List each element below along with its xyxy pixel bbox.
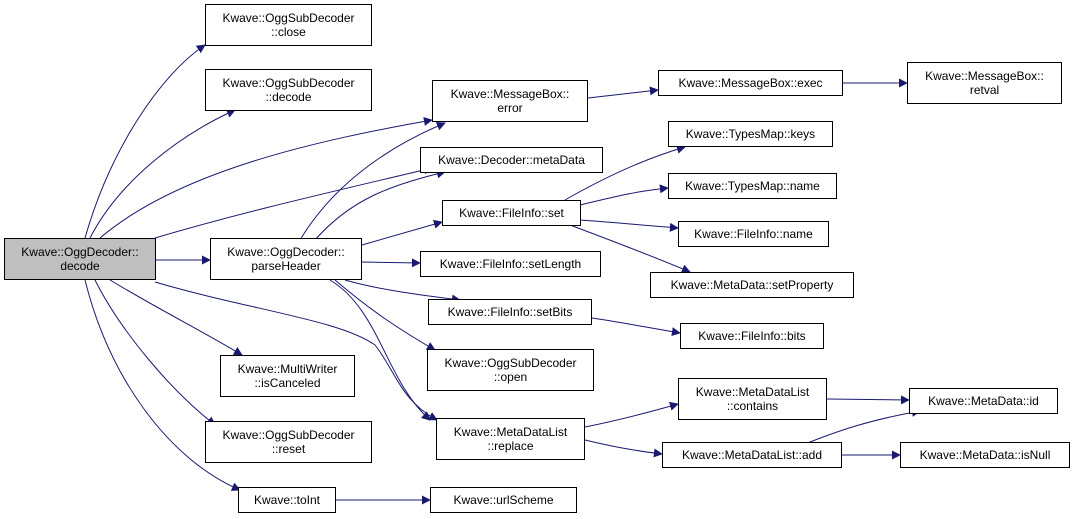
- node-label-line1: Kwave::MetaDataList: [695, 385, 810, 399]
- node-label: Kwave::MetaData::setProperty: [670, 278, 834, 292]
- node-typesmap-name[interactable]: Kwave::TypesMap::name: [668, 173, 837, 199]
- edge-parse-header-to-setlength: [361, 258, 421, 268]
- node-fileinfo-bits[interactable]: Kwave::FileInfo::bits: [680, 323, 824, 349]
- edge-msgbox-error-to-exec: [587, 86, 659, 99]
- node-multiwriter-iscanceled[interactable]: Kwave::MultiWriter ::isCanceled: [220, 355, 355, 397]
- node-metadata-id[interactable]: Kwave::MetaData::id: [909, 388, 1058, 414]
- node-parse-header[interactable]: Kwave::OggDecoder:: parseHeader: [210, 238, 362, 280]
- node-label-line2: ::reset: [271, 442, 306, 456]
- node-fileinfo-name[interactable]: Kwave::FileInfo::name: [678, 221, 829, 247]
- node-label: Kwave::FileInfo::name: [694, 227, 813, 241]
- edge-fileinfo-set-to-typesmap-keys: [564, 144, 686, 201]
- node-label: Kwave::MetaDataList::add: [681, 448, 823, 462]
- node-msgbox-retval[interactable]: Kwave::MessageBox:: retval: [907, 62, 1062, 104]
- node-ogg-decoder-decode: Kwave::OggDecoder:: decode: [4, 238, 156, 280]
- edge-parse-header-to-sub-open: [334, 279, 436, 351]
- edge-decode-to-msgbox-error: [99, 116, 433, 239]
- node-sub-decode[interactable]: Kwave::OggSubDecoder ::decode: [205, 69, 372, 111]
- edge-fileinfo-set-to-setproperty: [569, 224, 691, 273]
- edge-parse-header-to-msgbox-error: [299, 121, 446, 241]
- edge-replace-to-add: [584, 439, 663, 458]
- edge-parse-header-to-metadatalist-replace: [329, 279, 431, 421]
- node-label-line2: ::open: [493, 370, 528, 384]
- edges: [84, 44, 921, 505]
- edge-decode-to-multiwriter: [109, 279, 243, 356]
- node-msgbox-exec[interactable]: Kwave::MessageBox::exec: [658, 70, 843, 96]
- node-label: Kwave::FileInfo::set: [459, 206, 564, 220]
- edge-parse-header-to-setbits: [344, 279, 461, 304]
- node-typesmap-keys[interactable]: Kwave::TypesMap::keys: [668, 121, 833, 147]
- node-fileinfo-setbits[interactable]: Kwave::FileInfo::setBits: [428, 299, 592, 325]
- node-label-line2: ::decode: [265, 90, 312, 104]
- node-label: Kwave::TypesMap::name: [685, 179, 820, 193]
- edge-replace-to-contains: [584, 401, 679, 428]
- node-label: Kwave::MessageBox::exec: [678, 76, 823, 90]
- node-metadata-setproperty[interactable]: Kwave::MetaData::setProperty: [650, 272, 854, 298]
- node-label-line1: Kwave::OggSubDecoder: [444, 356, 577, 370]
- node-fileinfo-set[interactable]: Kwave::FileInfo::set: [442, 200, 581, 226]
- edge-fileinfo-set-to-typesmap-name: [579, 184, 669, 206]
- node-label-line2: ::isCanceled: [254, 376, 321, 390]
- node-sub-close[interactable]: Kwave::OggSubDecoder ::close: [205, 4, 372, 46]
- node-label-line1: Kwave::MessageBox::: [925, 69, 1044, 83]
- edge-add-to-id: [804, 408, 921, 445]
- node-fileinfo-setlength[interactable]: Kwave::FileInfo::setLength: [420, 251, 601, 277]
- edge-decode-to-metadatalist-replace: [154, 281, 438, 421]
- node-label: Kwave::MetaData::isNull: [919, 448, 1051, 462]
- node-metadatalist-add[interactable]: Kwave::MetaDataList::add: [662, 442, 842, 468]
- edge-parse-header-to-fileinfo-set: [361, 219, 443, 246]
- node-label-line1: Kwave::OggSubDecoder: [222, 11, 355, 25]
- node-metadata-isnull[interactable]: Kwave::MetaData::isNull: [900, 442, 1070, 468]
- node-label-line2: retval: [969, 83, 1000, 97]
- node-label-line2: parseHeader: [251, 259, 321, 273]
- edge-decode-to-decoder-metadata: [154, 165, 433, 239]
- edge-setbits-to-bits: [591, 317, 681, 337]
- node-label-line2: ::contains: [726, 399, 779, 413]
- node-label: Kwave::FileInfo::setLength: [439, 257, 582, 271]
- node-label-line2: decode: [60, 259, 100, 273]
- node-sub-reset[interactable]: Kwave::OggSubDecoder ::reset: [205, 421, 372, 463]
- node-label-line1: Kwave::OggDecoder::: [227, 245, 345, 259]
- node-urlscheme[interactable]: Kwave::urlScheme: [430, 487, 577, 513]
- node-label: Kwave::FileInfo::bits: [698, 329, 806, 343]
- node-label-line1: Kwave::MetaDataList: [453, 425, 568, 439]
- node-label-line1: Kwave::MultiWriter: [237, 362, 338, 376]
- node-label-line1: Kwave::OggSubDecoder: [222, 76, 355, 90]
- node-label-line2: error: [497, 101, 523, 115]
- node-label: Kwave::urlScheme: [453, 493, 554, 507]
- node-label-line1: Kwave::OggSubDecoder: [222, 428, 355, 442]
- edge-decode-to-sub-reset: [94, 279, 216, 426]
- node-label-line2: ::replace: [487, 439, 534, 453]
- edge-parse-header-to-decoder-metadata: [314, 169, 446, 241]
- node-decoder-metadata[interactable]: Kwave::Decoder::metaData: [420, 147, 603, 173]
- node-metadatalist-replace[interactable]: Kwave::MetaDataList ::replace: [436, 418, 585, 460]
- node-label: Kwave::Decoder::metaData: [438, 153, 585, 167]
- node-toint[interactable]: Kwave::toInt: [238, 487, 336, 513]
- node-label: Kwave::MetaData::id: [928, 394, 1039, 408]
- node-label: Kwave::TypesMap::keys: [685, 127, 816, 141]
- node-msgbox-error[interactable]: Kwave::MessageBox:: error: [432, 80, 588, 122]
- edge-fileinfo-set-to-fileinfo-name: [579, 219, 679, 232]
- edge-decode-to-sub-decode: [89, 109, 236, 239]
- node-label-line2: ::close: [271, 25, 306, 39]
- node-label-line1: Kwave::OggDecoder::: [21, 245, 139, 259]
- node-metadatalist-contains[interactable]: Kwave::MetaDataList ::contains: [678, 378, 827, 420]
- node-label-line1: Kwave::MessageBox::: [450, 87, 570, 101]
- node-label: Kwave::toInt: [253, 493, 321, 507]
- edge-decode-to-toint: [84, 279, 241, 491]
- edge-decode-to-close: [84, 44, 206, 239]
- node-label: Kwave::FileInfo::setBits: [447, 305, 573, 319]
- edge-contains-to-id: [826, 395, 910, 405]
- node-sub-open[interactable]: Kwave::OggSubDecoder ::open: [427, 349, 594, 391]
